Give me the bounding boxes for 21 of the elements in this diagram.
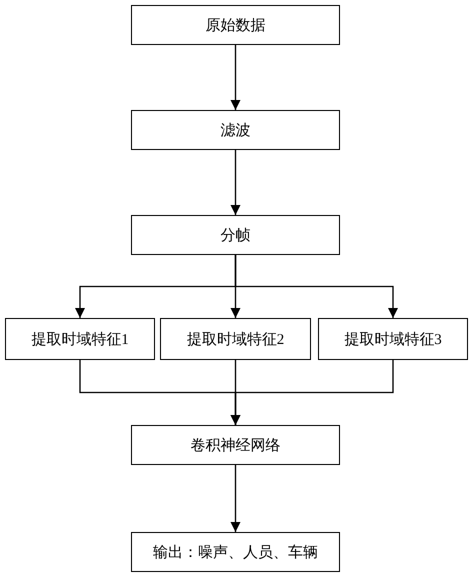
process-box bbox=[131, 5, 340, 45]
box-label: 滤波 bbox=[220, 122, 250, 140]
box-label: 提取时域特征3 bbox=[344, 330, 442, 348]
process-box bbox=[318, 318, 468, 360]
box-label: 提取时域特征1 bbox=[31, 330, 129, 348]
box-label: 原始数据 bbox=[206, 16, 266, 34]
arrow bbox=[234, 255, 398, 318]
box-label: 分帧 bbox=[220, 226, 250, 244]
arrow bbox=[230, 465, 240, 532]
arrow bbox=[230, 150, 240, 215]
box-label: 提取时域特征2 bbox=[186, 330, 284, 348]
arrow bbox=[230, 360, 394, 425]
process-box bbox=[5, 318, 155, 360]
box-label: 输出：噪声、人员、车辆 bbox=[153, 544, 318, 562]
process-box bbox=[131, 532, 340, 572]
box-label: 卷积神经网络 bbox=[190, 436, 280, 454]
arrow bbox=[230, 45, 240, 110]
process-box bbox=[160, 318, 311, 360]
process-box bbox=[131, 215, 340, 255]
process-box bbox=[131, 425, 340, 465]
process-box bbox=[131, 110, 340, 150]
